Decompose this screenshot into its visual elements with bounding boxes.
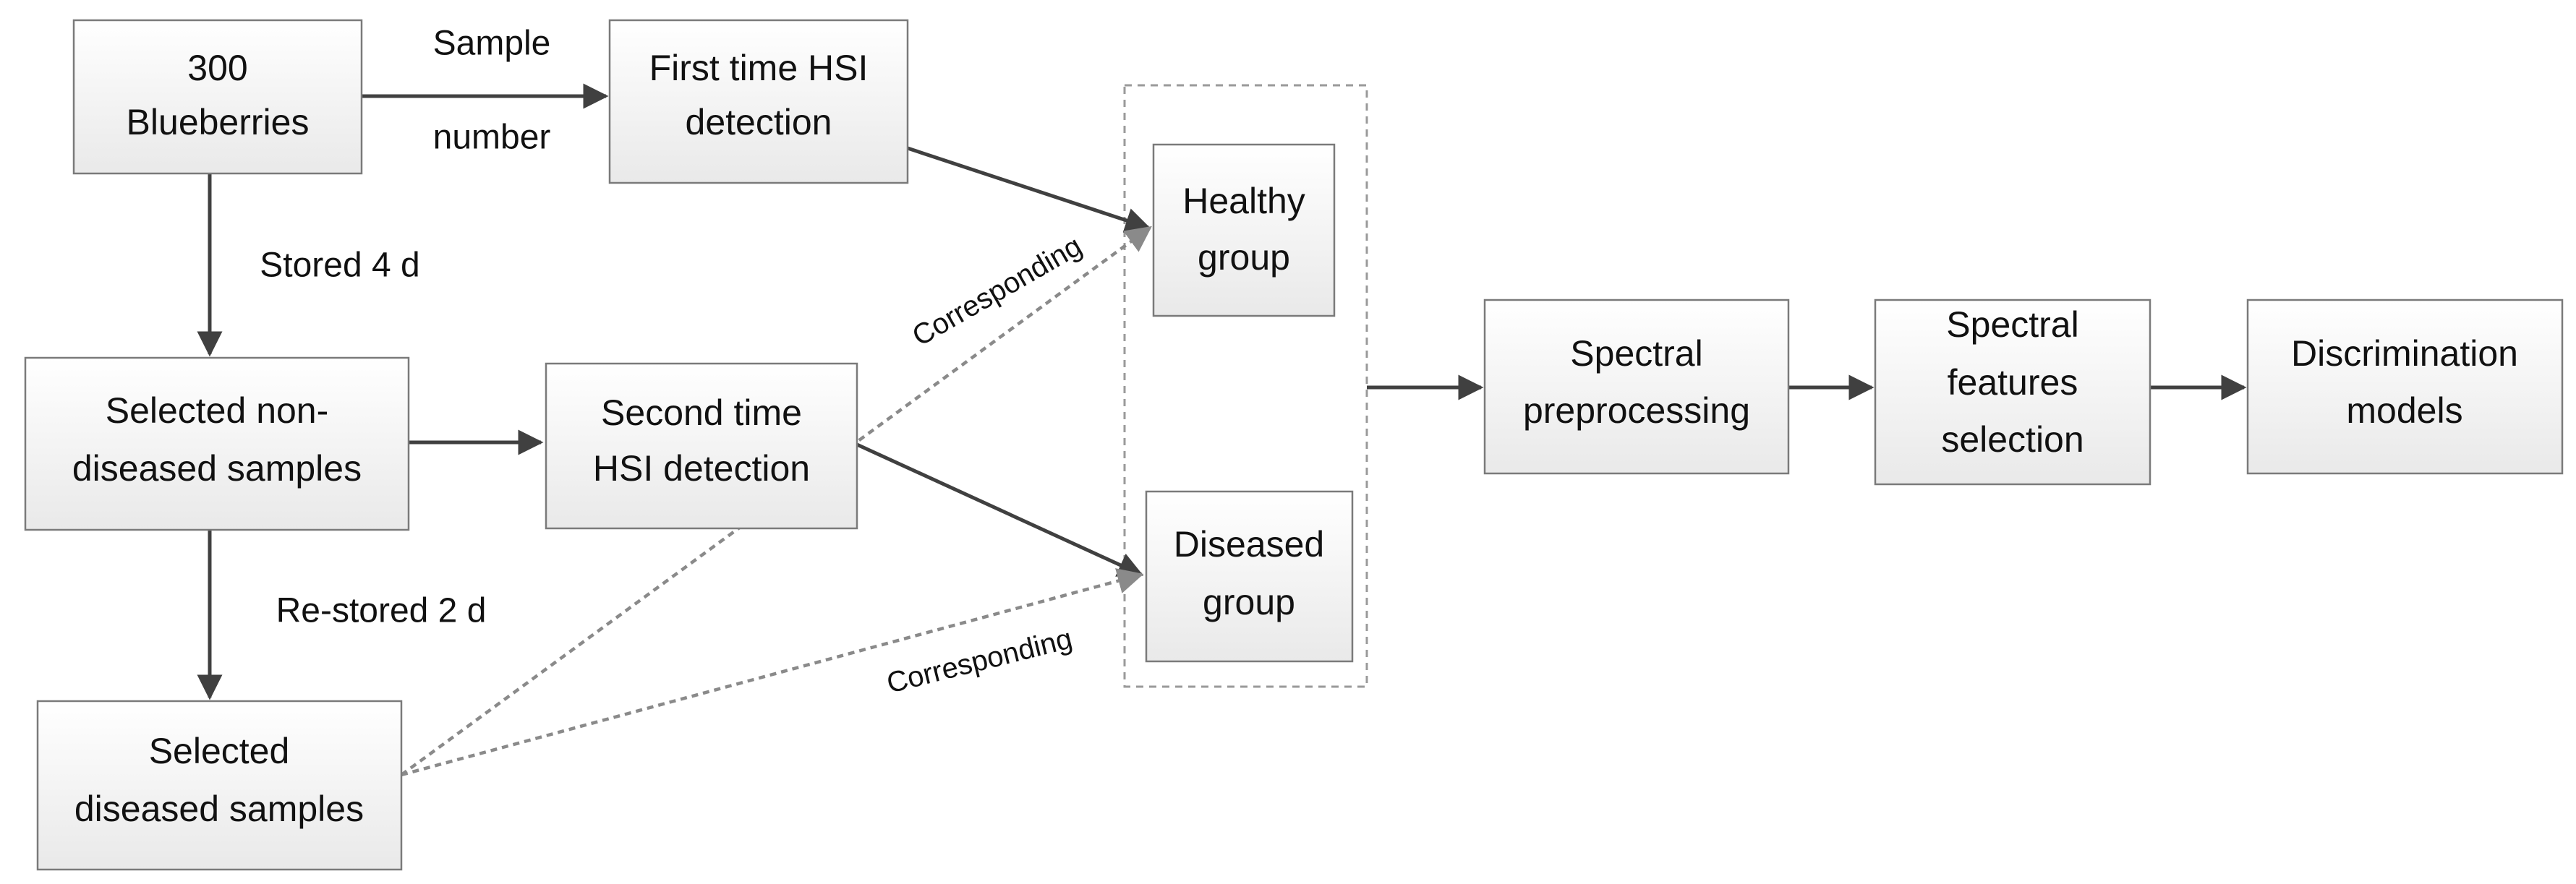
node-features-line-2: features <box>1948 362 2078 403</box>
node-first-hsi-line-2: detection <box>686 102 832 142</box>
node-first-hsi-detection: First time HSI detection <box>608 19 909 184</box>
node-second-hsi-detection: Second time HSI detection <box>545 362 858 530</box>
node-diseased-samples-line-2: diseased samples <box>74 789 364 829</box>
node-diseased-samples-line-1: Selected <box>149 731 290 771</box>
node-selected-non-diseased: Selected non- diseased samples <box>24 356 410 531</box>
node-discrimination-models: Discrimination models <box>2246 299 2564 475</box>
node-blueberries-line-2: Blueberries <box>127 102 310 142</box>
node-selected-diseased-samples: Selected diseased samples <box>36 700 403 871</box>
node-healthy-group-line-1: Healthy <box>1182 181 1305 221</box>
node-second-hsi-line-1: Second time <box>601 392 802 433</box>
edge-label-number: number <box>433 119 551 157</box>
node-non-diseased-line-1: Selected non- <box>106 390 329 431</box>
node-healthy-group-line-2: group <box>1198 237 1290 278</box>
node-preprocessing-line-2: preprocessing <box>1523 390 1750 431</box>
edge-label-corresponding-lower: Corresponding <box>884 623 1075 700</box>
node-diseased-group-line-2: group <box>1203 582 1295 622</box>
node-blueberries-line-1: 300 <box>187 48 247 88</box>
node-diseased-group: Diseased group <box>1145 490 1354 663</box>
edge-label-sample: Sample <box>433 25 551 63</box>
edge-label-corresponding-upper: Corresponding <box>907 230 1087 352</box>
node-features-line-3: selection <box>1941 419 2084 460</box>
node-blueberries: 300 Blueberries <box>72 19 363 175</box>
group-frame <box>1123 84 1368 688</box>
node-discrimination-line-2: models <box>2346 390 2462 431</box>
node-spectral-features-selection: Spectral features selection <box>1874 299 2151 486</box>
edge-corresponding-to-diseased <box>401 568 1144 777</box>
node-features-line-1: Spectral <box>1946 304 2078 345</box>
node-healthy-group: Healthy group <box>1152 143 1336 317</box>
edge-label-stored: Stored 4 d <box>260 246 419 285</box>
edge-second-hsi-to-diseased-group <box>856 442 1144 577</box>
edge-first-hsi-to-healthy-group <box>907 146 1151 233</box>
node-preprocessing-line-1: Spectral <box>1570 333 1702 374</box>
edge-label-restored: Re-stored 2 d <box>276 592 487 630</box>
node-non-diseased-line-2: diseased samples <box>72 448 362 489</box>
node-diseased-group-line-1: Diseased <box>1174 524 1324 565</box>
node-first-hsi-line-1: First time HSI <box>649 48 869 88</box>
node-discrimination-line-1: Discrimination <box>2291 333 2518 374</box>
node-spectral-preprocessing: Spectral preprocessing <box>1483 299 1790 475</box>
node-second-hsi-line-2: HSI detection <box>593 448 810 489</box>
